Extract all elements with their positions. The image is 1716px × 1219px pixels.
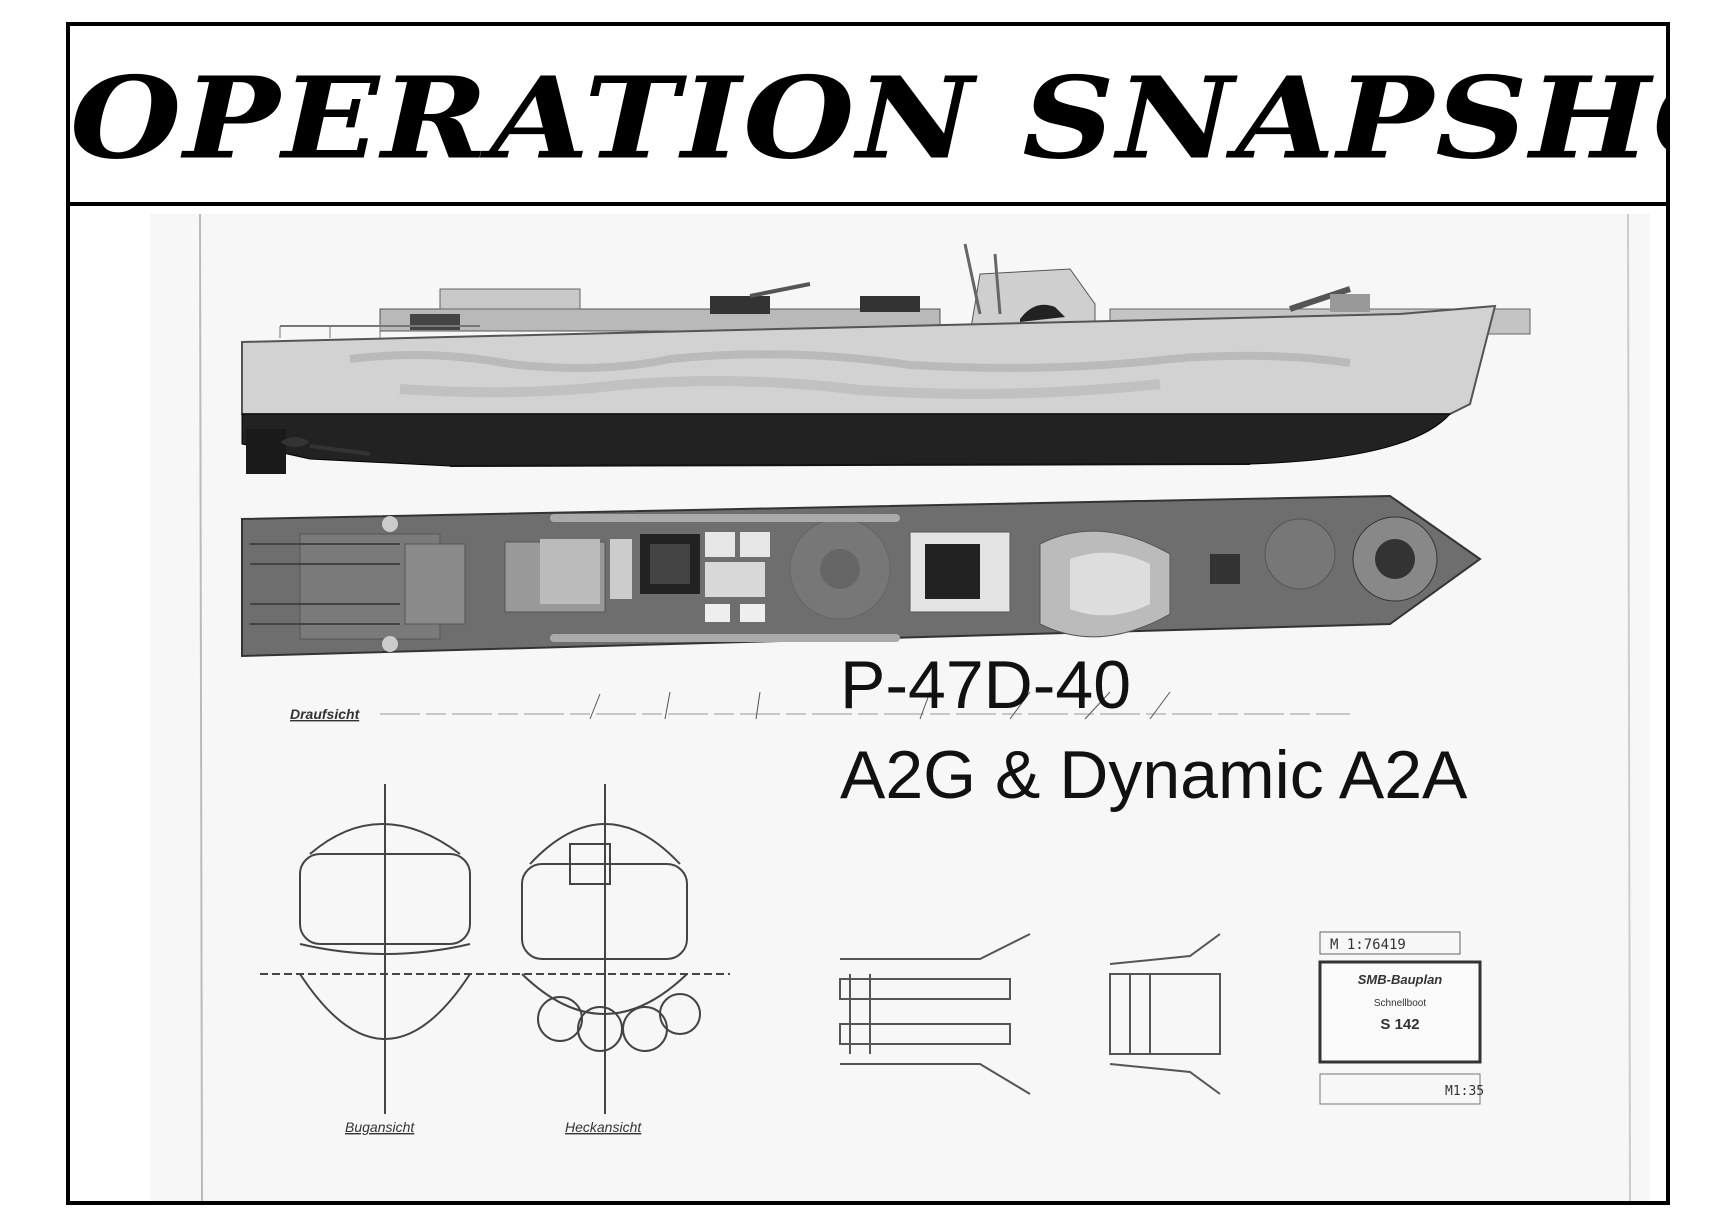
subtitle-aircraft: P-47D-40 <box>840 647 1132 723</box>
top-view-label: Draufsicht <box>290 706 361 722</box>
poster-title: OPERATION SNAPSHOT <box>70 53 1666 185</box>
bow-section-detail <box>1109 933 1221 1095</box>
stern-section-detail <box>839 933 1031 1095</box>
plan-stamp: M 1:76419 SMB-Bauplan Schnellboot S 142 … <box>1318 931 1484 1105</box>
subtitle-mission: A2G & Dynamic A2A <box>840 737 1468 813</box>
stern-view-label: Heckansicht <box>565 1119 642 1135</box>
bow-view-label: Bugansicht <box>345 1119 415 1135</box>
plan-number: S 142 <box>1380 1016 1419 1033</box>
stamp-top-text: M 1:76419 <box>1330 937 1406 953</box>
side-view <box>241 243 1531 474</box>
poster-frame: OPERATION SNAPSHOT <box>66 22 1670 1205</box>
title-divider <box>70 202 1666 206</box>
blueprint-drawing: Draufsicht Bugansicht <box>150 214 1650 1201</box>
stern-view-drawing <box>500 784 730 1114</box>
plan-header: SMB-Bauplan <box>1358 972 1443 987</box>
scale-mark: M1:35 <box>1445 1084 1484 1099</box>
plan-type: Schnellboot <box>1374 998 1426 1009</box>
bow-view-drawing <box>260 784 540 1114</box>
boat-blueprint: Draufsicht Bugansicht <box>150 214 1650 1201</box>
top-view <box>241 494 1482 658</box>
